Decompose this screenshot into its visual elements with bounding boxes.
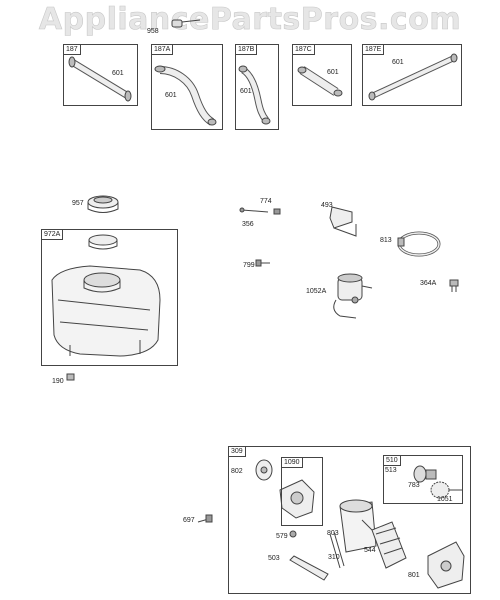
clip-190-drawing [66,373,75,381]
fuel-cap-957-drawing [87,195,119,213]
screw-774-drawing [273,208,281,215]
box-972A: 972A [41,229,178,366]
nut-579-drawing [289,530,297,538]
part-label-544: 544 [364,547,376,554]
fitting-958-drawing [171,19,201,28]
part-label-364A: 364A [420,280,437,287]
box-187B: 187B [235,44,279,130]
part-label-601-187: 601 [112,70,124,77]
box-187E-tag: 187E [362,44,385,55]
part-label-503: 503 [268,555,280,562]
part-label-601-187C: 601 [327,69,339,76]
fuel-tank-972A-drawing [51,234,161,357]
bracket-493-drawing [329,206,357,237]
hose-187E-drawing [368,53,458,101]
part-label-513: 513 [385,467,397,474]
housing-803-drawing [339,499,377,553]
box-187A-tag: 187A [151,44,174,55]
tool-503-drawing [289,555,329,581]
gasket-802-drawing [255,459,273,481]
box-187A: 187A [151,44,223,130]
screw-799-drawing [255,259,270,267]
box-510-tag: 510 [383,455,401,466]
part-label-1052A: 1052A [306,288,327,295]
bolt-310-drawing [329,531,345,569]
hose-187B-drawing [238,65,271,125]
part-label-801: 801 [408,572,420,579]
part-label-958: 958 [147,28,159,35]
box-187C-tag: 187C [292,44,315,55]
box-187C: 187C [292,44,352,106]
bolt-697-drawing [197,514,213,523]
box-309-tag: 309 [228,446,246,457]
clamp-813-drawing [397,231,441,257]
part-label-774: 774 [260,198,272,205]
box-510: 510 [383,455,463,504]
part-label-601-187E: 601 [392,59,404,66]
part-label-957: 957 [72,200,84,207]
part-label-190: 190 [52,378,64,385]
part-label-493: 493 [321,202,333,209]
box-187B-tag: 187B [235,44,258,55]
part-label-356: 356 [242,221,254,228]
part-label-601-187B: 601 [240,88,252,95]
part-label-579: 579 [276,533,288,540]
box-972A-tag: 972A [41,229,64,240]
hose-187-drawing [68,56,132,102]
watermark: AppliancePartsPros.com [38,2,462,38]
part-label-1051: 1051 [437,496,453,503]
part-label-783: 783 [408,482,420,489]
screw-356-drawing [239,207,269,213]
solenoid-1052A-drawing [333,273,373,319]
terminal-364A-drawing [449,279,459,292]
box-187: 187 [63,44,138,106]
hose-187A-drawing [154,65,217,126]
box-187E: 187E [362,44,462,106]
end-cap-1090-drawing [279,479,315,519]
part-label-601-187A: 601 [165,92,177,99]
armature-544-drawing [361,519,407,569]
part-label-310: 310 [328,554,340,561]
box-1090-tag: 1090 [281,457,303,468]
part-label-802: 802 [231,468,243,475]
part-label-813: 813 [380,237,392,244]
part-label-799: 799 [243,262,255,269]
part-label-697: 697 [183,517,195,524]
box-309: 309 [228,446,471,594]
box-187-tag: 187 [63,44,81,55]
hose-187C-drawing [297,66,343,97]
end-plate-801-drawing [427,541,465,589]
part-label-803: 803 [327,530,339,537]
drive-kit-510-drawing [413,465,462,499]
box-1090: 1090 [281,457,323,526]
